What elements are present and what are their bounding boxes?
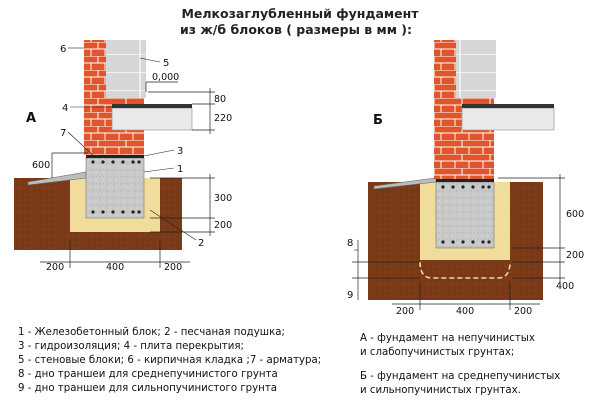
dim-slab-a: 220 (214, 113, 232, 124)
callout-9: 9 (347, 290, 353, 301)
legend-a-line-1: А - фундамент на непучинистых (360, 333, 535, 344)
legend-line-1: 1 - Железобетонный блок; 2 - песчаная по… (18, 327, 285, 338)
legend-line-5: 9 - дно траншеи для сильнопучинистого гр… (18, 383, 277, 394)
dim-bottom-right-b: 200 (514, 306, 532, 317)
legend-b-line-2: и сильнопучинистых грунтах. (360, 385, 521, 396)
floor-insulation-a (112, 104, 192, 108)
brick-wall-a (84, 40, 106, 155)
legend-left: 1 - Железобетонный блок; 2 - песчаная по… (18, 327, 321, 394)
dim-offset-a: 600 (32, 160, 50, 171)
waterproofing-b (436, 179, 494, 182)
dim-bottom-left-b: 200 (396, 306, 414, 317)
legend-b-line-1: Б - фундамент на среднепучинистых (360, 371, 560, 382)
dim-bottom-mid-a: 400 (106, 262, 124, 273)
legend-a-line-2: и слабопучинистых грунтах; (360, 347, 514, 358)
concrete-block-b (435, 181, 495, 249)
label-variant-b: Б (373, 113, 383, 128)
callout-4: 4 (62, 103, 68, 114)
diagram-b: 600 200 400 8 9 200 400 200 Б (347, 40, 584, 317)
callout-7: 7 (60, 128, 66, 139)
legend-line-2: 3 - гидроизоляция; 4 - плита перекрытия; (18, 341, 244, 352)
title-line-1: Мелкозаглубленный фундамент (181, 6, 419, 21)
callout-2: 2 (198, 238, 204, 249)
dim-slab-top-a: 80 (214, 94, 226, 105)
callout-1: 1 (177, 164, 183, 175)
title-line-2: из ж/б блоков ( размеры в мм ): (180, 22, 412, 37)
callout-8: 8 (347, 238, 353, 249)
floor-slab-b (461, 107, 555, 131)
floor-slab-a (111, 107, 193, 131)
concrete-block-a (85, 157, 145, 219)
waterproofing-a (86, 155, 144, 158)
wall-blocks-b (456, 40, 496, 98)
floor-insulation-b (462, 104, 554, 108)
dim-lower-a: 200 (214, 220, 232, 231)
wall-blocks-a (106, 40, 146, 98)
callout-6: 6 (60, 44, 66, 55)
dim-upper-a: 300 (214, 193, 232, 204)
dim-bottom-right-a: 200 (164, 262, 182, 273)
label-variant-a: А (26, 111, 36, 126)
dim-elevation-a: 0,000 (152, 72, 179, 83)
callout-3: 3 (177, 146, 183, 157)
callout-5: 5 (163, 58, 169, 69)
rebar-b (441, 185, 491, 244)
dim-sand-b: 200 (566, 250, 584, 261)
trench-bottom-8 (419, 261, 511, 279)
diagram-a: 0,000 80 220 300 200 600 200 400 200 6 5… (14, 40, 232, 273)
legend-line-3: 5 - стеновые блоки; 6 - кирпичная кладка… (18, 355, 321, 366)
dim-bottom-left-a: 200 (46, 262, 64, 273)
brick-wall-b (434, 40, 456, 179)
legend-right: А - фундамент на непучинистых и слабопуч… (360, 333, 560, 396)
rebar-a (91, 160, 141, 214)
dim-bottom-mid-b: 400 (456, 306, 474, 317)
dim-deep-b: 400 (556, 281, 574, 292)
legend-line-4: 8 - дно траншеи для среднепучинистого гр… (18, 369, 278, 380)
dim-height-b: 600 (566, 209, 584, 220)
